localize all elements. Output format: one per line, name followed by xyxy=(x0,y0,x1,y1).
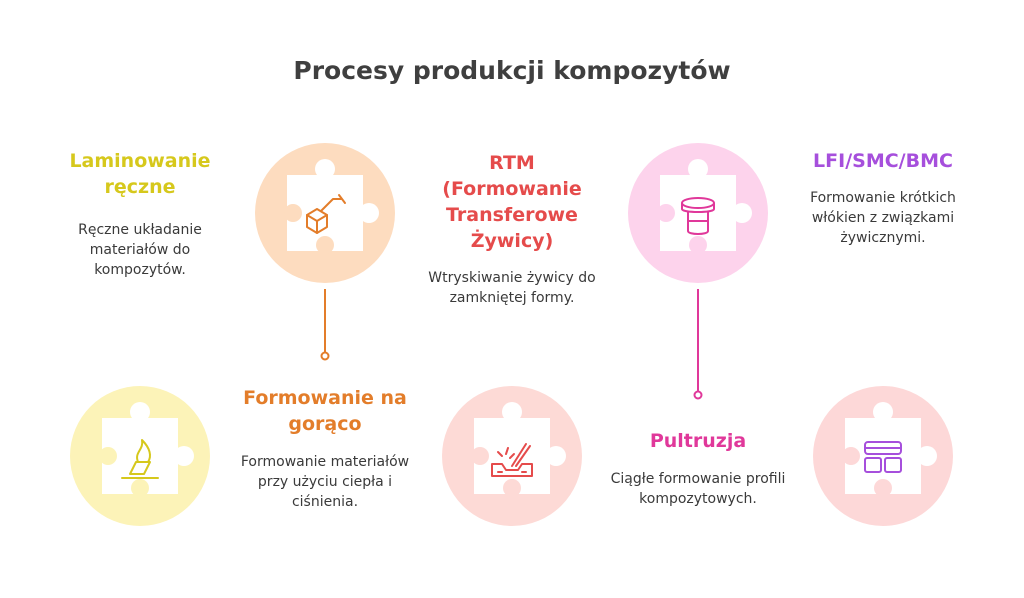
connector-pultruzja xyxy=(693,289,703,400)
heading-rtm: RTM (Formowanie Transferowe Żywicy) xyxy=(442,152,582,252)
node-formowanie-na-goraco xyxy=(255,143,395,283)
heading-formowanie-na-goraco: Formowanie na gorąco xyxy=(243,387,407,435)
node-rtm xyxy=(442,386,582,526)
heading-lfi-smc-bmc: LFI/SMC/BMC xyxy=(813,150,953,172)
heading-pultruzja: Pultruzja xyxy=(649,430,747,452)
puzzle-piece xyxy=(842,402,937,497)
diagram-title: Procesy produkcji kompozytów xyxy=(293,56,731,85)
hot-forming-icon xyxy=(306,194,346,234)
node-lfi-smc-bmc xyxy=(813,386,953,526)
heading-laminowanie-reczne: Laminowanie ręczne xyxy=(69,150,211,198)
desc-rtm: Wtryskiwanie żywicy do zamkniętej formy. xyxy=(428,270,596,306)
desc-laminowanie-reczne: Ręczne układanie materiałów do kompozytó… xyxy=(78,222,202,278)
desc-pultruzja: Ciągłe formowanie profili kompozytowych. xyxy=(610,471,786,507)
hand-layup-icon xyxy=(121,439,159,479)
pultrusion-icon xyxy=(681,197,715,235)
fiber-compound-icon xyxy=(864,441,902,473)
desc-lfi-smc-bmc: Formowanie krótkich włókien z związkami … xyxy=(810,190,956,246)
desc-formowanie-na-goraco: Formowanie materiałów przy użyciu ciepła… xyxy=(240,454,410,510)
node-laminowanie-reczne xyxy=(70,386,210,526)
puzzle-piece xyxy=(99,402,194,497)
connector-formowanie-na-goraco xyxy=(320,289,330,361)
node-pultruzja xyxy=(628,143,768,283)
puzzle-piece xyxy=(284,159,379,254)
resin-injection-icon xyxy=(491,443,533,477)
